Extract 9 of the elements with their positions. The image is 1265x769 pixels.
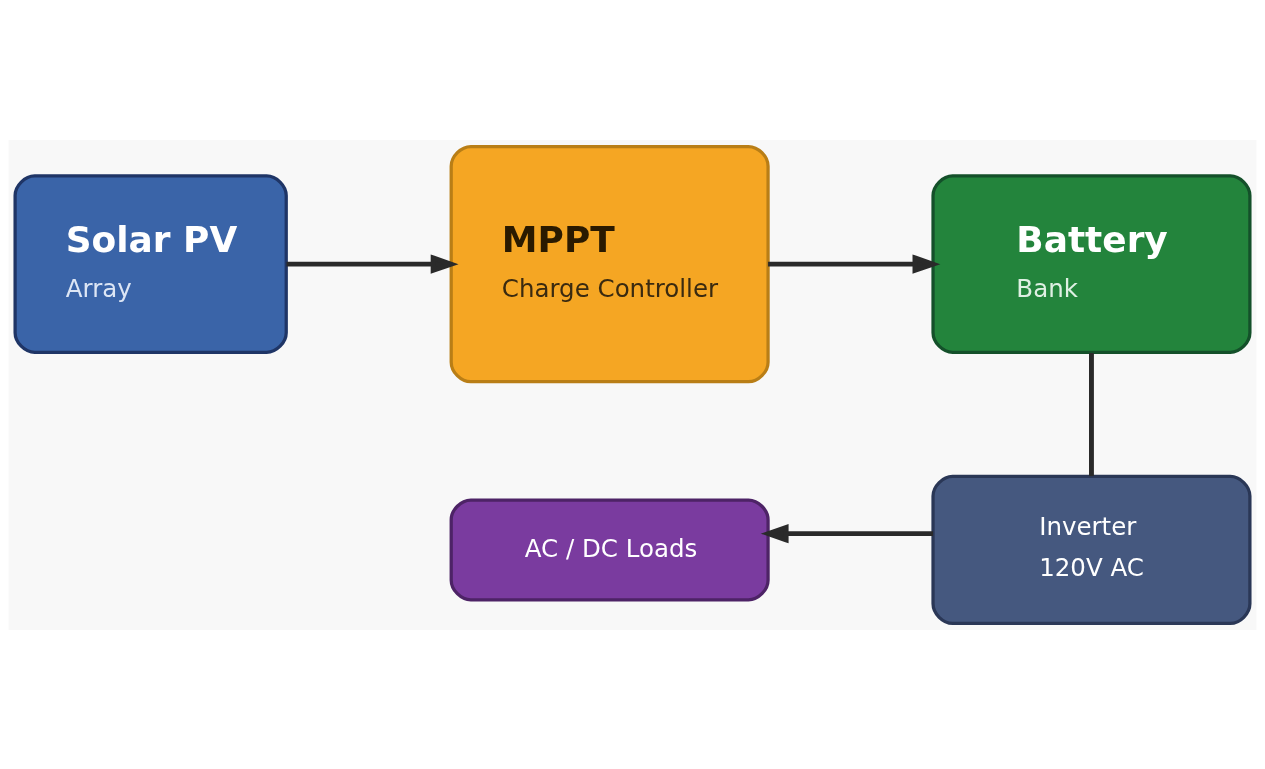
connector [1089,352,1094,476]
node-box: Battery Bank [931,173,1252,354]
arrow [760,523,934,543]
arrow [768,253,941,274]
node-box: MPPT Charge Controller [449,144,770,383]
arrow [286,253,459,274]
node-box: Inverter 120V AC [931,474,1252,625]
node-box: Solar PV Array [13,173,288,354]
node-box: AC / DC Loads [449,498,770,601]
